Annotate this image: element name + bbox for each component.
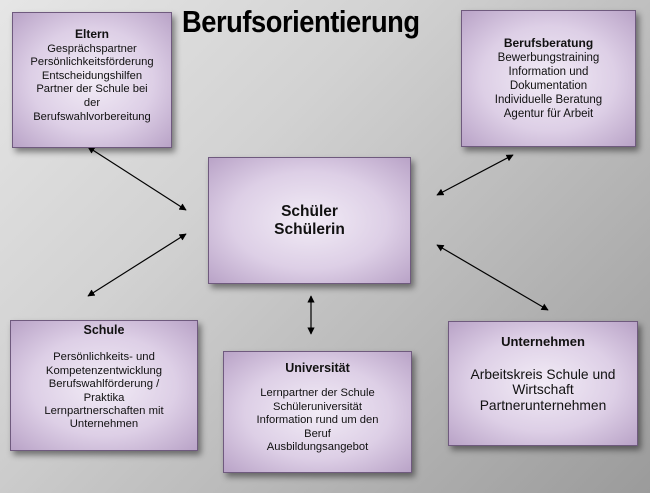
unternehmen-line: Wirtschaft xyxy=(512,382,574,397)
box-unternehmen: Unternehmen Arbeitskreis Schule und Wirt… xyxy=(448,321,638,446)
eltern-line: Berufswahlvorbereitung xyxy=(33,110,151,123)
schule-line: Praktika xyxy=(83,391,125,404)
universitaet-line: Lernpartner der Schule xyxy=(260,387,375,400)
universitaet-line: Schüleruniversität xyxy=(273,400,362,413)
eltern-heading: Eltern xyxy=(74,27,109,41)
box-schule: Schule Persönlichkeits- und Kompetenzent… xyxy=(10,320,198,451)
unternehmen-heading: Unternehmen xyxy=(501,334,585,349)
berufsberatung-line: Information und xyxy=(508,66,589,78)
universitaet-heading: Universität xyxy=(285,361,350,375)
schule-line: Lernpartnerschaften mit xyxy=(44,405,164,418)
berufsberatung-line: Bewerbungstraining xyxy=(497,52,600,64)
universitaet-line: Ausbildungsangebot xyxy=(266,441,369,454)
arrow-berufsberatung xyxy=(436,154,514,196)
box-schueler-center: Schüler Schülerin xyxy=(208,157,411,284)
berufsberatung-line: Dokumentation xyxy=(509,80,588,92)
unternehmen-line: Partnerunternehmen xyxy=(479,397,607,413)
eltern-line: Entscheidungshilfen xyxy=(41,69,143,82)
box-berufsberatung: Berufsberatung Bewerbungstraining Inform… xyxy=(461,10,636,147)
diagram-title: Berufsorientierung xyxy=(182,4,420,39)
arrow-schule xyxy=(87,233,187,297)
center-line-schueler: Schüler xyxy=(281,203,338,220)
eltern-line: Partner der Schule bei xyxy=(36,83,148,96)
eltern-line: Persönlichkeitsförderung xyxy=(30,56,154,69)
box-eltern: Eltern Gesprächspartner Persönlichkeitsf… xyxy=(12,12,172,148)
box-universitaet: Universität Lernpartner der Schule Schül… xyxy=(223,351,412,473)
berufsberatung-heading: Berufsberatung xyxy=(503,36,594,50)
eltern-line: der xyxy=(83,96,101,109)
eltern-line: Gesprächspartner xyxy=(47,42,137,55)
unternehmen-line: Arbeitskreis Schule und xyxy=(470,366,616,382)
schule-heading: Schule xyxy=(83,323,125,337)
universitaet-line: Beruf xyxy=(304,427,331,440)
schule-line: Persönlichkeits- und xyxy=(53,351,155,364)
schule-line: Kompetenzentwicklung xyxy=(45,364,163,377)
center-line-schuelerin: Schülerin xyxy=(274,221,345,238)
berufsberatung-line: Individuelle Beratung xyxy=(494,94,603,106)
universitaet-line: Information rund um den xyxy=(256,414,379,427)
berufsberatung-line: Agentur für Arbeit xyxy=(503,108,594,120)
arrow-eltern xyxy=(87,146,187,211)
arrow-unternehmen xyxy=(436,244,549,311)
schule-line: Unternehmen xyxy=(69,418,139,431)
schule-line: Berufswahlförderung / xyxy=(48,378,160,391)
